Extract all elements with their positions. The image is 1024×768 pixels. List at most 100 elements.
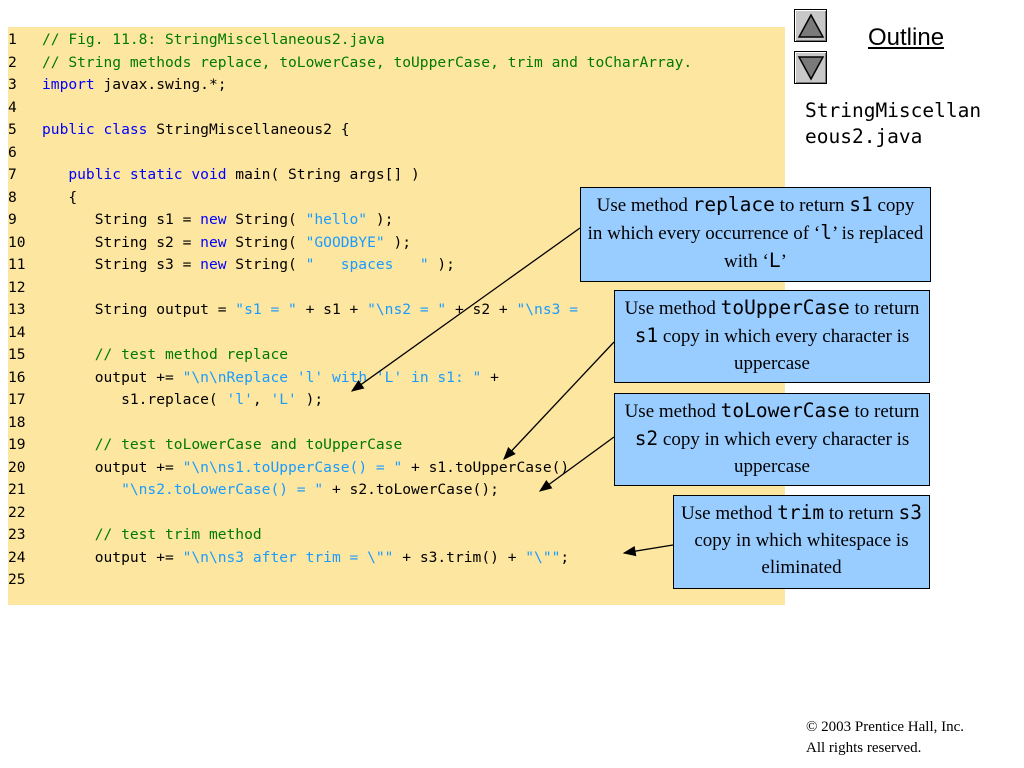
line-number: 7 bbox=[8, 166, 17, 183]
code-token: "\n\ns3 after trim = \"" bbox=[182, 548, 394, 566]
line-number: 23 bbox=[8, 526, 26, 543]
line-number: 22 bbox=[8, 503, 26, 521]
code-text: output += "\n\ns3 after trim = \"" + s3.… bbox=[42, 547, 570, 569]
code-text: String s2 = new String( "GOODBYE" ); bbox=[42, 232, 411, 254]
callout-code: toLowerCase bbox=[720, 399, 850, 422]
code-token: output += bbox=[42, 368, 183, 386]
callout-text: Use method bbox=[681, 503, 778, 524]
callout-code: toUpperCase bbox=[720, 296, 850, 319]
code-token: "\ns3 = bbox=[516, 301, 587, 318]
code-token: output += bbox=[42, 548, 183, 566]
callout-text: Use method bbox=[624, 298, 721, 319]
arrow-trim bbox=[622, 544, 674, 557]
copyright-line: © 2003 Prentice Hall, Inc. bbox=[806, 719, 965, 735]
previous-slide-button[interactable] bbox=[794, 9, 827, 42]
line-number: 9 bbox=[8, 211, 17, 228]
code-text: // test toLowerCase and toUpperCase bbox=[42, 434, 403, 456]
file-name-label: StringMiscellan eous2.java bbox=[805, 99, 982, 148]
callout-text: ’ is replaced with ‘ bbox=[724, 223, 924, 272]
callout-text: to return bbox=[824, 503, 899, 524]
code-token: { bbox=[42, 188, 78, 206]
code-token: // test trim method bbox=[94, 526, 262, 543]
callout-touppercase: Use method toUpperCase to return s1 copy… bbox=[614, 290, 930, 383]
code-token: ); bbox=[428, 256, 455, 273]
line-number: 25 bbox=[8, 571, 26, 588]
code-token: ); bbox=[367, 211, 394, 228]
callout-code: replace bbox=[692, 193, 775, 216]
copyright-notice: © 2003 Prentice Hall, Inc. All rights re… bbox=[806, 717, 964, 759]
callout-text: copy in which whitespace is eliminated bbox=[694, 530, 909, 578]
code-token: ); bbox=[296, 391, 324, 408]
code-token: "s1 = " bbox=[235, 301, 297, 318]
code-token: StringMiscellaneous2 { bbox=[147, 121, 350, 138]
code-token: new bbox=[200, 233, 227, 251]
code-token: // test method replace bbox=[94, 346, 289, 363]
next-slide-button[interactable] bbox=[794, 51, 827, 84]
code-text: // Fig. 11.8: StringMiscellaneous2.java bbox=[42, 29, 385, 51]
callout-code: trim bbox=[777, 501, 825, 524]
line-number: 16 bbox=[8, 368, 26, 386]
code-token: "hello" bbox=[305, 211, 368, 228]
code-token: "\"" bbox=[525, 548, 561, 566]
code-text: output += "\n\nReplace 'l' with 'L' in s… bbox=[42, 367, 499, 389]
code-token: ); bbox=[384, 233, 412, 251]
code-token: public class bbox=[42, 121, 148, 138]
arrow-touppercase bbox=[503, 341, 615, 460]
callout-code: L bbox=[768, 249, 781, 272]
callout-text: copy in which every character is upperca… bbox=[658, 429, 910, 477]
code-token: main( String args[] ) bbox=[226, 166, 420, 183]
code-token: // String methods replace, toLowerCase, … bbox=[42, 53, 693, 71]
code-text: "\ns2.toLowerCase() = " + s2.toLowerCase… bbox=[42, 479, 499, 501]
code-token: String s1 = bbox=[42, 211, 201, 228]
code-token: ; bbox=[560, 548, 570, 566]
code-text: { bbox=[42, 187, 77, 209]
code-token: // test toLowerCase and toUpperCase bbox=[94, 436, 403, 453]
code-token: + s2.toLowerCase(); bbox=[323, 481, 499, 498]
line-number: 3 bbox=[8, 76, 17, 93]
code-token: String s3 = bbox=[42, 256, 201, 273]
arrow-replace bbox=[350, 227, 581, 392]
code-token: public static void bbox=[68, 166, 227, 183]
code-token: + s1 + bbox=[296, 301, 368, 318]
line-number: 18 bbox=[8, 413, 26, 431]
callout-text: Use method bbox=[596, 195, 693, 216]
callout-code: s1 bbox=[849, 193, 873, 216]
code-token: 'l' bbox=[226, 391, 253, 408]
code-token: String( bbox=[226, 256, 306, 273]
callout-text: Use method bbox=[624, 401, 721, 422]
line-number: 11 bbox=[8, 256, 26, 273]
outline-link[interactable]: Outline bbox=[868, 24, 945, 51]
code-text: public static void main( String args[] ) bbox=[42, 164, 420, 186]
callout-text: copy in which every occurrence of ‘ bbox=[587, 195, 915, 244]
callout-text: copy in which every character is upperca… bbox=[658, 326, 910, 374]
code-text: public class StringMiscellaneous2 { bbox=[42, 119, 350, 141]
line-number: 13 bbox=[8, 301, 26, 318]
code-token: "\n\ns1.toUpperCase() = " bbox=[182, 458, 403, 476]
callout-text: to return bbox=[849, 401, 920, 422]
code-token: "\ns2.toLowerCase() = " bbox=[121, 481, 324, 498]
callout-replace: Use method replace to return s1 copy in … bbox=[580, 187, 931, 282]
code-token: " spaces " bbox=[305, 256, 429, 273]
line-number: 1 bbox=[8, 31, 17, 48]
callout-code: s2 bbox=[634, 427, 659, 450]
line-number: 24 bbox=[8, 548, 26, 566]
code-text: output += "\n\ns1.toUpperCase() = " + s1… bbox=[42, 457, 569, 479]
code-token: , bbox=[252, 391, 271, 408]
line-number: 6 bbox=[8, 143, 17, 161]
line-number: 17 bbox=[8, 391, 26, 408]
triangle-up-icon bbox=[797, 13, 825, 38]
code-token: String output = bbox=[42, 301, 236, 318]
callout-text: ’ bbox=[780, 251, 787, 272]
line-number: 21 bbox=[8, 481, 26, 498]
code-text: String s1 = new String( "hello" ); bbox=[42, 209, 394, 231]
code-token: import bbox=[42, 76, 95, 93]
code-token: output += bbox=[42, 458, 183, 476]
code-token: new bbox=[200, 256, 227, 273]
line-number: 2 bbox=[8, 53, 17, 71]
callout-trim: Use method trim to return s3 copy in whi… bbox=[673, 495, 930, 589]
code-token: + s1.toUpperCase() bbox=[402, 458, 570, 476]
code-text: String output = "s1 = " + s1 + "\ns2 = "… bbox=[42, 299, 587, 321]
code-text: s1.replace( 'l', 'L' ); bbox=[42, 389, 323, 411]
arrow-tolowercase bbox=[538, 436, 615, 492]
